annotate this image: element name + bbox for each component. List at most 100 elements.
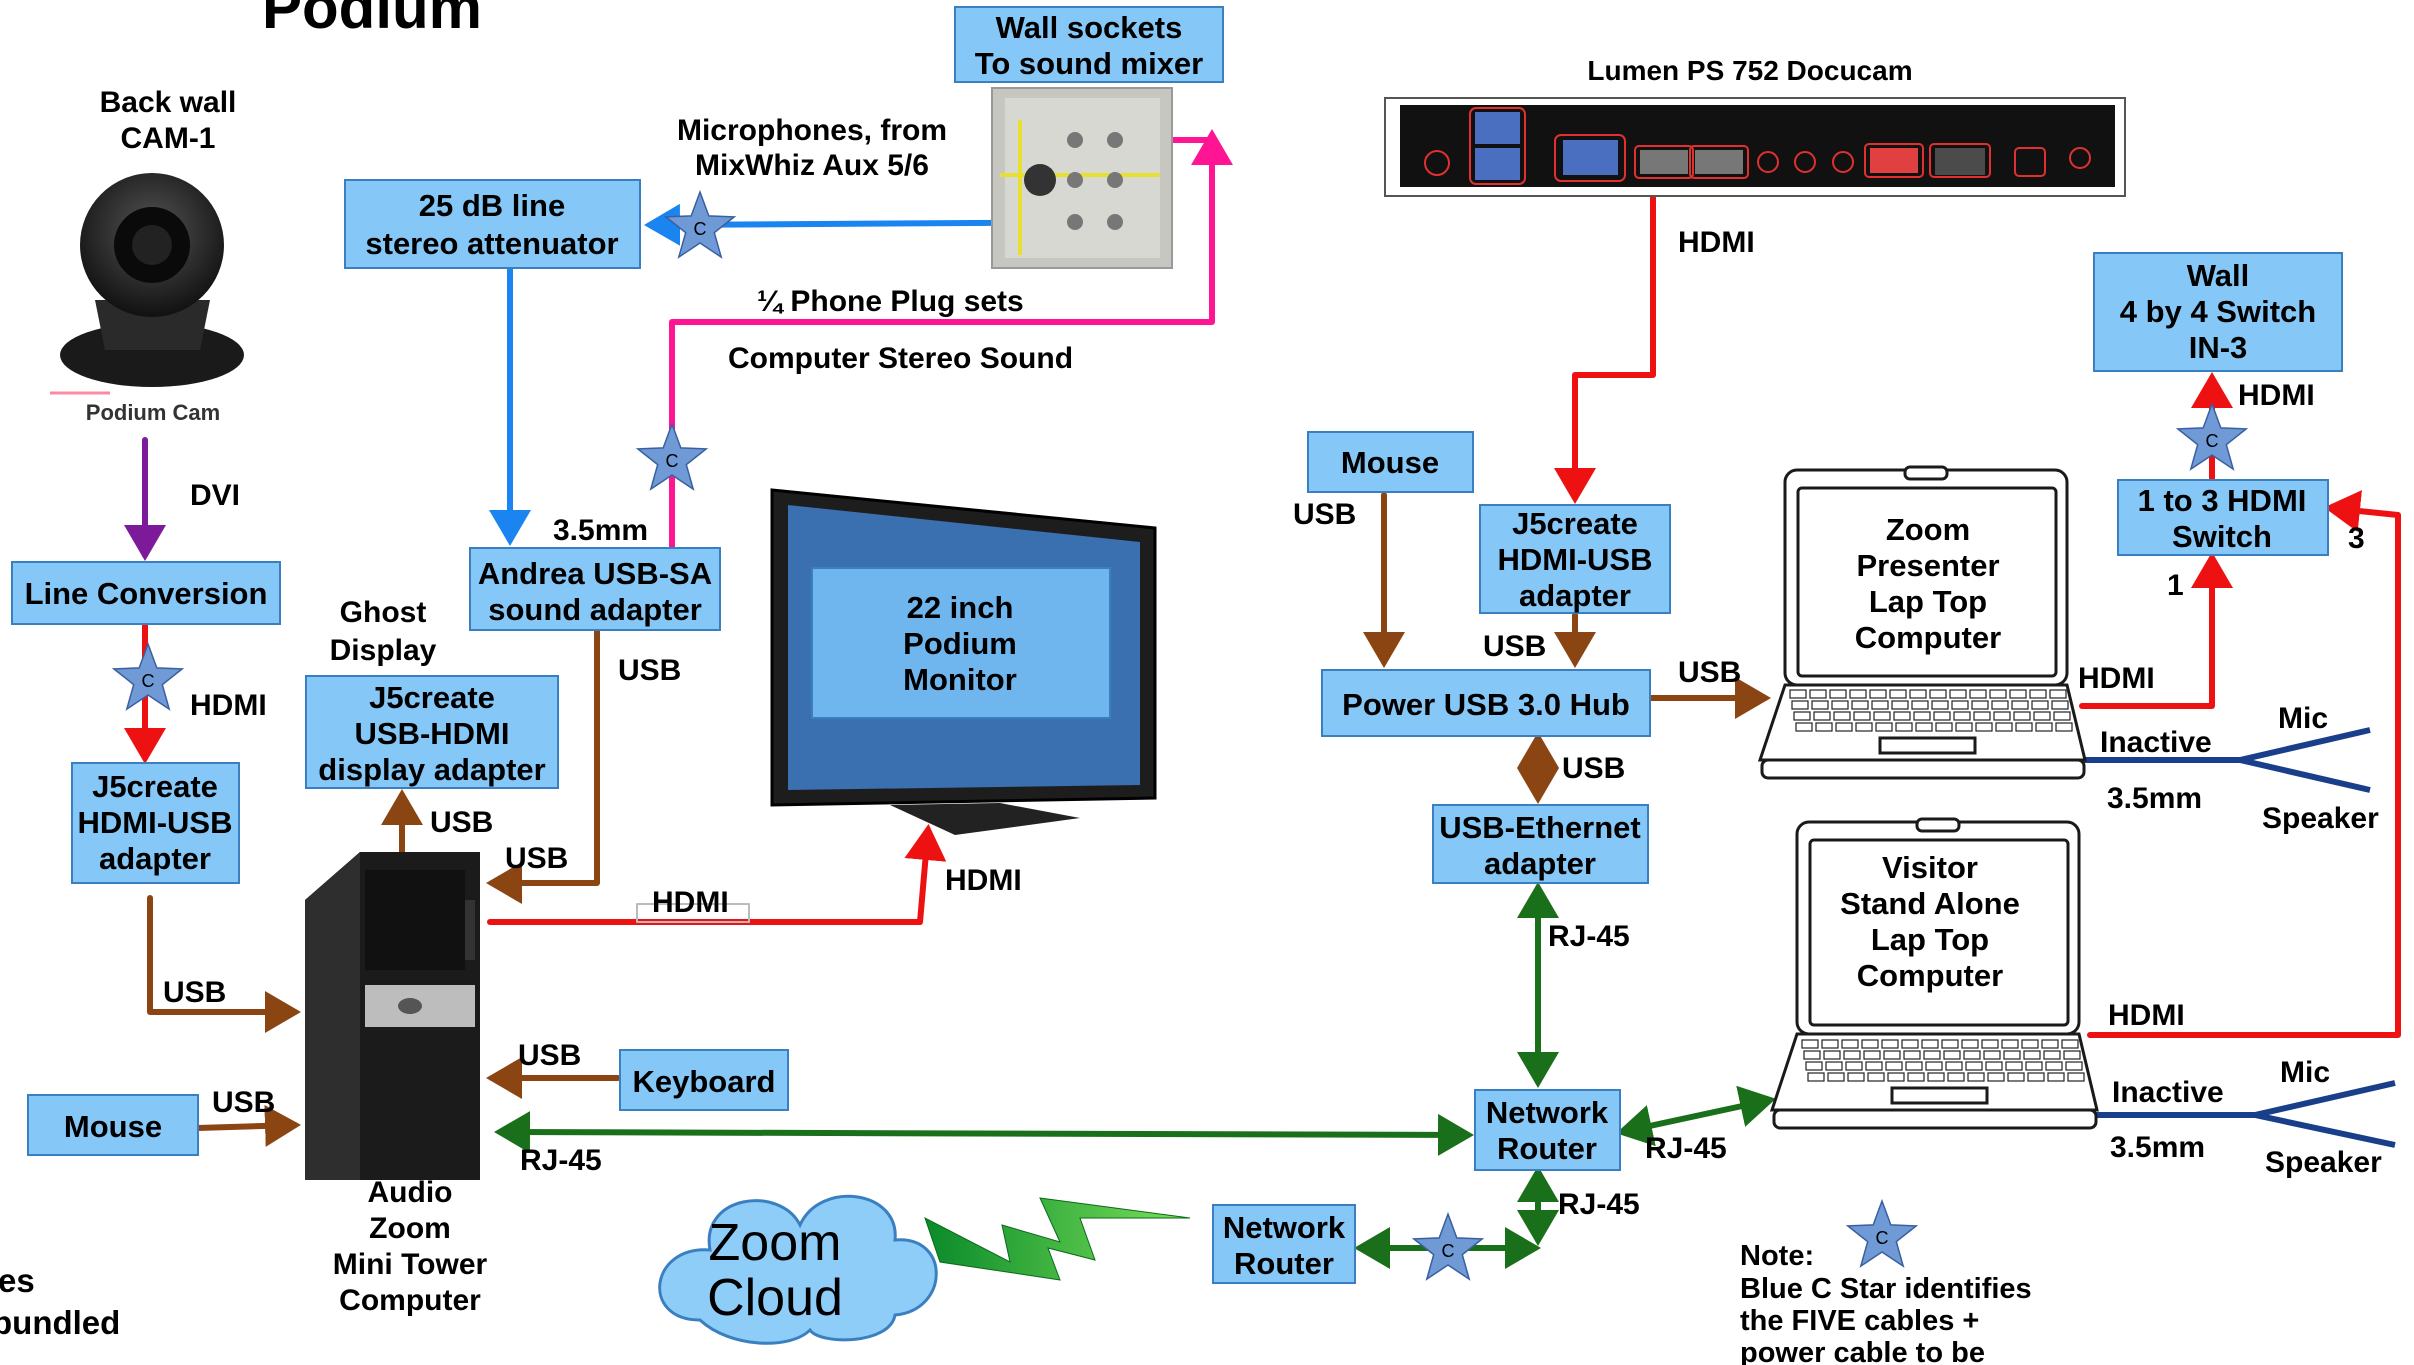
usb-ethernet-line-1: USB-Ethernet xyxy=(1439,810,1641,845)
cable-star-icon xyxy=(1411,1211,1485,1281)
router-small-line-2: Router xyxy=(1234,1246,1334,1281)
label-usb-j5-computer: USB xyxy=(163,976,226,1009)
network-router-small-box xyxy=(1212,1204,1356,1284)
wall-sockets-box xyxy=(954,6,1224,83)
label-speaker-zoom: Speaker xyxy=(2262,802,2379,835)
cable-star-letter: C xyxy=(2206,431,2219,451)
j5-right-line-2: HDMI-USB xyxy=(1498,542,1653,577)
label-3-5mm-andrea: 3.5mm xyxy=(553,514,648,547)
label-usb-j5-hub: USB xyxy=(1483,630,1546,663)
wall-switch-line-3: IN-3 xyxy=(2189,330,2248,365)
label-computer-stereo: Computer Stereo Sound xyxy=(728,342,1073,375)
monitor-line-2: Podium xyxy=(903,626,1017,661)
label-hdmi-monitor-h: HDMI xyxy=(652,886,729,919)
label-hdmi-left: HDMI xyxy=(190,689,267,722)
wireless-bolt-icon xyxy=(924,1197,1191,1281)
j5-right-line-3: adapter xyxy=(1519,578,1631,613)
label-inactive-zoom: Inactive xyxy=(2100,726,2212,759)
note-line-2: Blue C Star identifies xyxy=(1740,1273,2032,1305)
label-usb-ghost: USB xyxy=(430,806,493,839)
j5-display-line-2: USB-HDMI xyxy=(355,716,510,751)
computer-line-1: Audio xyxy=(368,1176,453,1209)
j5-hdmi-usb-right-box xyxy=(1479,504,1671,614)
back-wall-cam-line-2: CAM-1 xyxy=(121,122,216,155)
rj45-cable-computer-router xyxy=(494,1111,1474,1156)
usb-hub-box xyxy=(1321,669,1651,737)
router-main-line-2: Router xyxy=(1497,1131,1597,1166)
note-line-3: the FIVE cables + xyxy=(1740,1305,1979,1337)
j5-left-line-3: adapter xyxy=(99,841,211,876)
j5-left-line-2: HDMI-USB xyxy=(78,805,233,840)
label-inactive-visitor: Inactive xyxy=(2112,1076,2224,1109)
hdmi-cable-visitor-switch xyxy=(2087,490,2401,1038)
andrea-line-2: sound adapter xyxy=(488,592,702,627)
label-rj45-computer: RJ-45 xyxy=(520,1144,602,1177)
label-usb-keyboard: USB xyxy=(518,1039,581,1072)
andrea-adapter-box xyxy=(469,547,721,631)
router-main-line-1: Network xyxy=(1486,1095,1609,1130)
laptop-zoom-presenter xyxy=(1757,465,2087,780)
computer-line-4: Computer xyxy=(339,1284,481,1317)
note-line-4: power cable to be xyxy=(1740,1337,1985,1365)
line-conversion-label: Line Conversion xyxy=(25,576,268,611)
podium-monitor xyxy=(770,488,1157,835)
router-small-line-1: Network xyxy=(1223,1210,1346,1245)
wall-switch-line-1: Wall xyxy=(2187,258,2250,293)
j5-display-line-1: J5create xyxy=(369,680,495,715)
zoom-laptop-line-2: Presenter xyxy=(1856,548,1999,583)
computer-line-2: Zoom xyxy=(369,1212,451,1245)
j5-usb-hdmi-display-box xyxy=(305,675,559,789)
visitor-laptop-line-2: Stand Alone xyxy=(1840,886,2020,921)
monitor-line-1: 22 inch xyxy=(907,590,1014,625)
cable-star-icon xyxy=(663,189,737,259)
hdmi-switch-line-2: Switch xyxy=(2172,519,2272,554)
wall-sockets-line-1: Wall sockets xyxy=(996,10,1183,45)
cable-star-letter: C xyxy=(666,451,679,471)
note-line-1: Note: xyxy=(1740,1240,1814,1272)
hdmi-switch-line-1: 1 to 3 HDMI xyxy=(2138,483,2307,518)
laptop-visitor xyxy=(1769,817,2099,1130)
j5-right-line-1: J5create xyxy=(1512,506,1638,541)
tower-computer xyxy=(305,852,480,1180)
hdmi-cable-monitor xyxy=(487,824,947,925)
usb-ethernet-line-2: adapter xyxy=(1484,846,1596,881)
cable-star-icon xyxy=(1845,1198,1919,1268)
microphones-line-2: MixWhiz Aux 5/6 xyxy=(695,149,929,182)
j5-display-line-3: display adapter xyxy=(318,752,545,787)
j5-hdmi-usb-left-box xyxy=(71,762,240,884)
ghost-display-line-2: Display xyxy=(330,634,437,667)
usb-cable-j5-computer xyxy=(147,895,301,1033)
label-mic-visitor: Mic xyxy=(2280,1056,2330,1089)
label-rj45-visitor: RJ-45 xyxy=(1645,1132,1727,1165)
keyboard-label: Keyboard xyxy=(633,1064,776,1099)
wall-socket-photo xyxy=(991,87,1173,269)
hdmi-cable-docucam xyxy=(1554,169,1656,504)
cable-star-letter: C xyxy=(1876,1228,1889,1248)
label-3-5mm-zoom: 3.5mm xyxy=(2107,782,2202,815)
visitor-laptop-line-4: Computer xyxy=(1857,958,2003,993)
wall-sockets-line-2: To sound mixer xyxy=(975,46,1204,81)
label-3-5mm-visitor: 3.5mm xyxy=(2110,1131,2205,1164)
zoom-laptop-line-1: Zoom xyxy=(1886,512,1970,547)
left-edge-fragment-2: bundled xyxy=(0,1304,120,1341)
usb-hub-label: Power USB 3.0 Hub xyxy=(1342,687,1630,722)
mic-speaker-cables xyxy=(2082,727,2396,1148)
visitor-laptop-line-1: Visitor xyxy=(1882,850,1978,885)
cable-star-icon xyxy=(111,641,185,711)
zoom-laptop-line-4: Computer xyxy=(1855,620,2001,655)
label-hdmi-docucam: HDMI xyxy=(1678,226,1755,259)
usb-cable-andrea xyxy=(486,592,618,904)
cable-star-icon xyxy=(635,421,709,491)
cable-star-letter: C xyxy=(142,671,155,691)
zoom-cloud-line-2: Cloud xyxy=(707,1269,843,1327)
attenuator-line-1: 25 dB line xyxy=(419,188,565,223)
label-hdmi-visitor: HDMI xyxy=(2108,999,2185,1032)
monitor-line-3: Monitor xyxy=(903,662,1017,697)
attenuator-line-2: stereo attenuator xyxy=(365,226,618,261)
label-speaker-visitor: Speaker xyxy=(2265,1146,2382,1179)
wall-switch-box xyxy=(2093,252,2343,372)
label-rj45-ethernet: RJ-45 xyxy=(1548,920,1630,953)
usb-cable-mouse xyxy=(195,1104,301,1147)
label-phone-plug: ¼ Phone Plug sets xyxy=(757,285,1024,318)
